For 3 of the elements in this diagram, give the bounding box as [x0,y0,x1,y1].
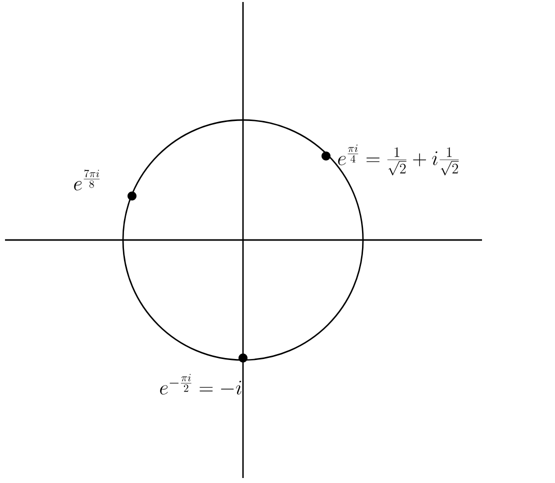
formula-label: $e^{\frac{7\pi i}{8}}$ [74,170,100,190]
formula-label: $e^{\frac{\pi i}{4}} = \frac{1}{\sqrt{2}} + i\frac{1}{\sqrt{2}}$ [338,144,459,176]
formula-label: $e^{-\frac{\pi i}{2}} = -i$ [160,374,242,394]
